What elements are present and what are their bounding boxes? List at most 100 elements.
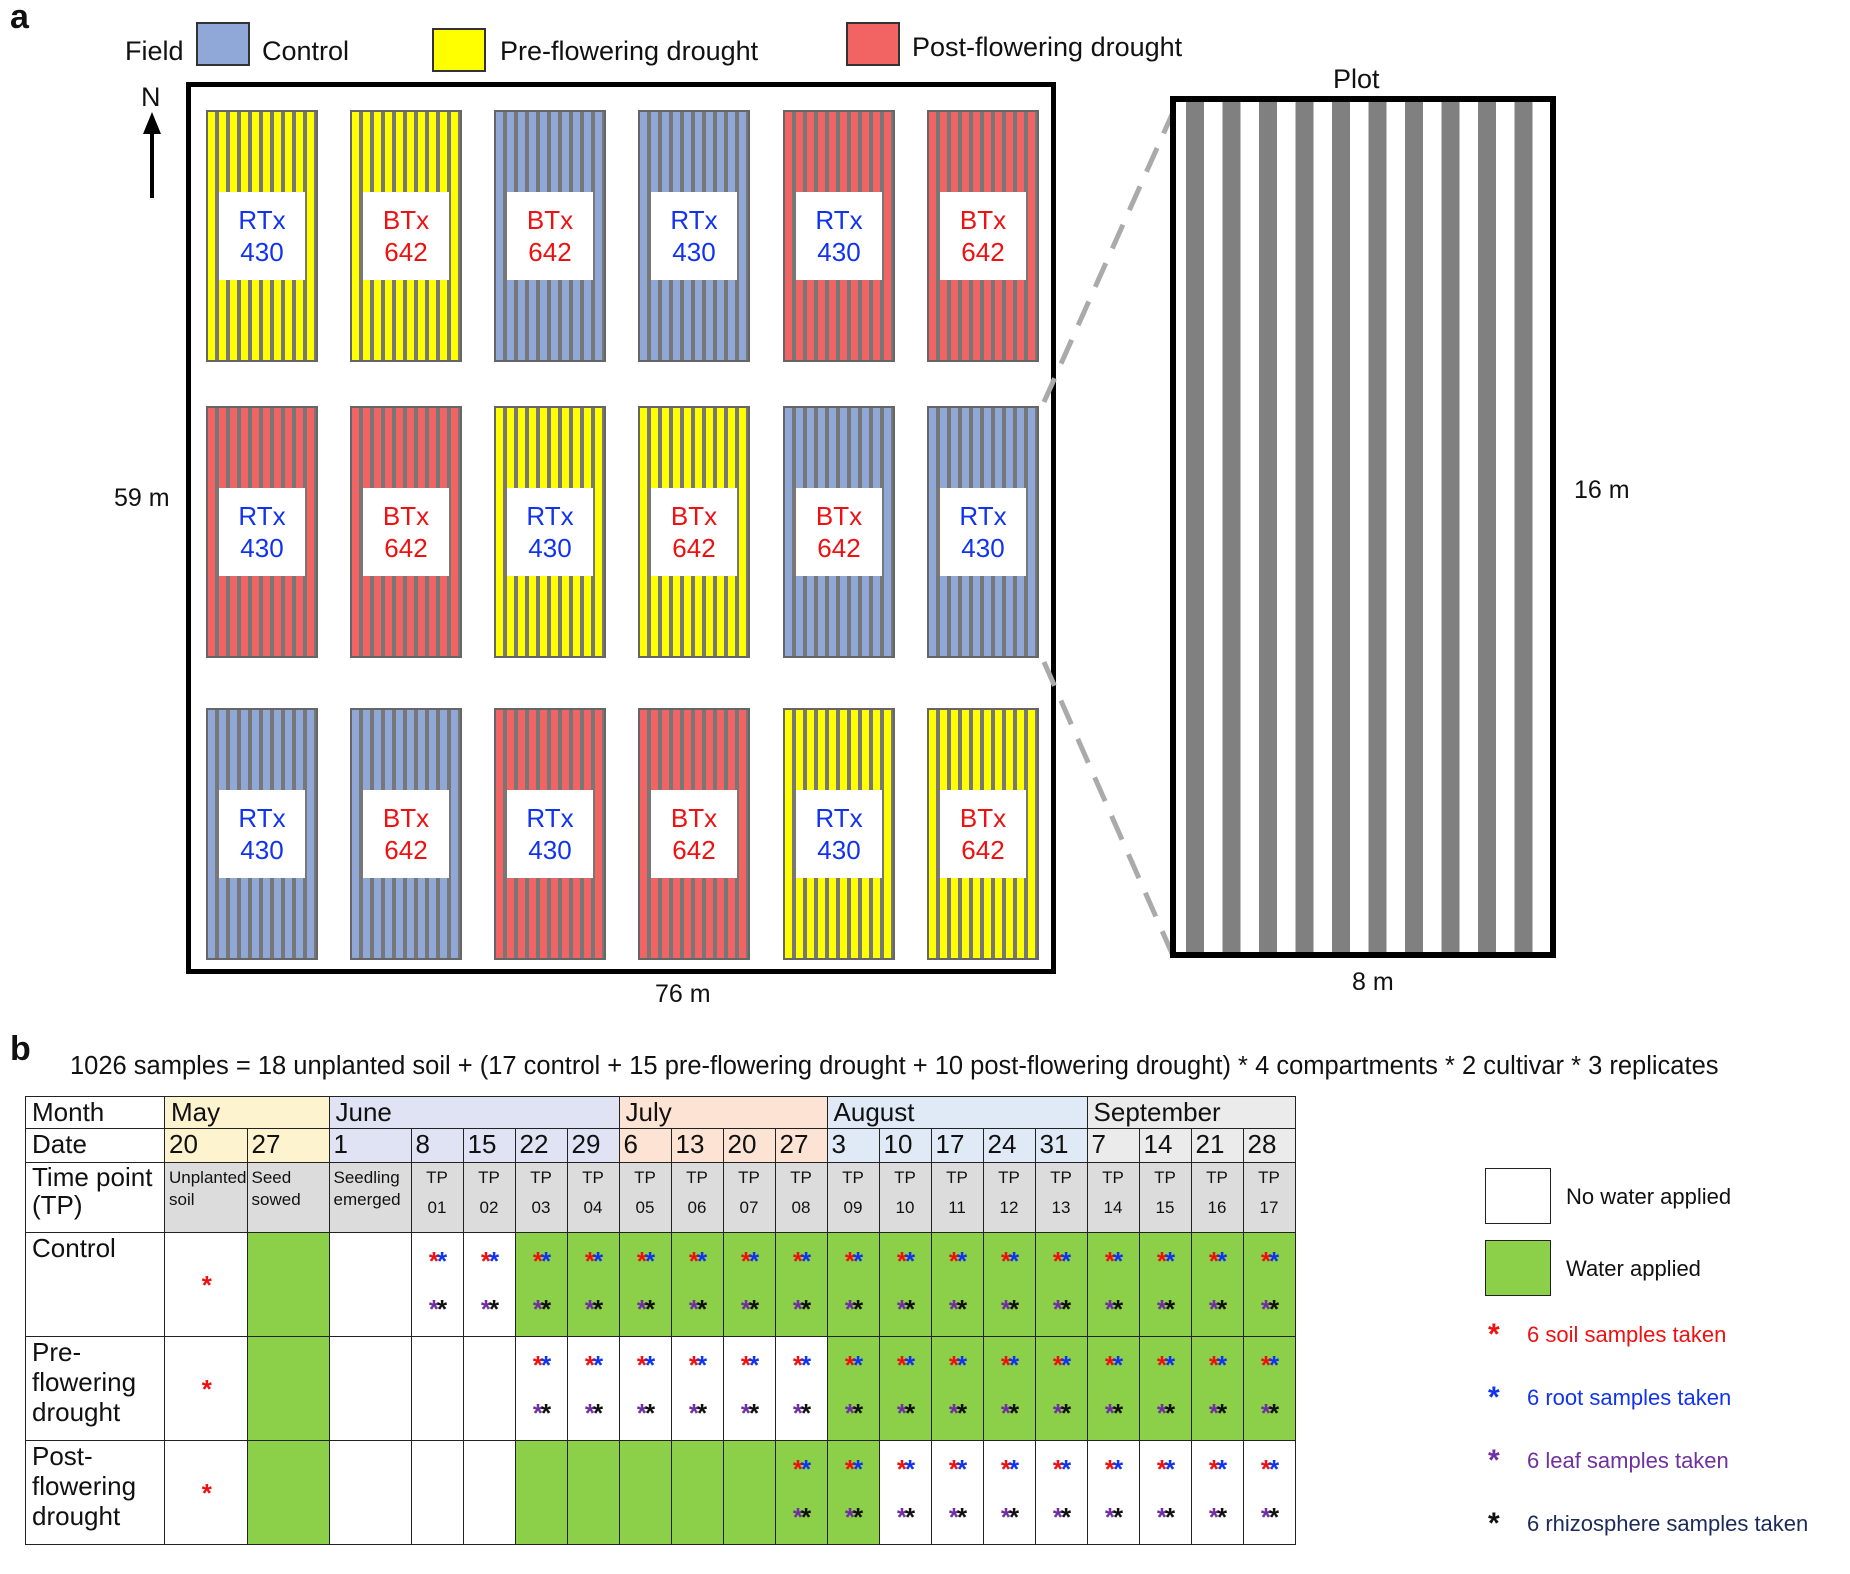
leaf-rhizo-asterisks: **: [896, 1501, 915, 1532]
legend-no-water-swatch: [1485, 1168, 1551, 1224]
soil-root-asterisks: **: [584, 1349, 603, 1380]
legend-label-pre: Pre-flowering drought: [500, 36, 759, 66]
soil-root-asterisks: **: [948, 1453, 967, 1484]
dry-cell: ****: [930, 1440, 984, 1545]
panel-a-letter: a: [10, 0, 29, 36]
legend-swatch-post: [846, 22, 900, 66]
leaf-rhizo-asterisks: **: [532, 1397, 551, 1428]
cultivar-number: 642: [961, 237, 1005, 267]
watered-cell: ****: [878, 1336, 932, 1441]
leaf-rhizo-asterisks: **: [688, 1293, 707, 1324]
date-cell: 27: [774, 1128, 828, 1163]
leaf-rhizo-asterisks: **: [480, 1293, 499, 1324]
leaf-rhizo-asterisks: **: [1156, 1501, 1175, 1532]
timepoint-line2: 10: [895, 1198, 915, 1217]
date-cell: 21: [1190, 1128, 1244, 1163]
legend-water-label: Water applied: [1566, 1256, 1701, 1281]
soil-root-asterisks: **: [1260, 1245, 1279, 1276]
dry-cell: *: [164, 1336, 248, 1441]
soil-root-asterisks: **: [896, 1453, 915, 1484]
timepoint-line2: 05: [635, 1198, 655, 1217]
root-asterisk-icon: *: [1488, 1381, 1500, 1414]
date-cell: 15: [462, 1128, 516, 1163]
field-height-label: 59 m: [114, 484, 170, 512]
date-cell: 1: [328, 1128, 412, 1163]
cultivar-number: 430: [240, 835, 284, 865]
month-cell: September: [1086, 1096, 1296, 1129]
dry-cell: ****: [1242, 1440, 1296, 1545]
timepoint-line1: TP: [894, 1168, 916, 1187]
timepoint-line2: 08: [791, 1198, 811, 1217]
watered-cell: ****: [878, 1232, 932, 1337]
dry-cell: ****: [410, 1232, 464, 1337]
watered-cell: ****: [722, 1232, 776, 1337]
field-frame: [186, 82, 1056, 974]
treatment-label: Control: [25, 1232, 165, 1337]
month-cell: August: [826, 1096, 1088, 1129]
soil-asterisk-icon: *: [1488, 1318, 1500, 1351]
leaf-rhizo-asterisks: **: [1156, 1397, 1175, 1428]
field-width-label: 76 m: [655, 980, 711, 1008]
soil-asterisk-icon: *: [201, 1373, 212, 1404]
leaf-rhizo-asterisks: **: [844, 1501, 863, 1532]
watered-cell: ****: [982, 1336, 1036, 1441]
timepoint-line1: TP: [1050, 1168, 1072, 1187]
watered-cell: ****: [774, 1440, 828, 1545]
watered-cell: ****: [1242, 1232, 1296, 1337]
dry-cell: ****: [1034, 1440, 1088, 1545]
cultivar-number: 642: [528, 237, 572, 267]
timepoint-line1: TP: [998, 1168, 1020, 1187]
soil-root-asterisks: **: [1156, 1453, 1175, 1484]
cultivar-name: RTx: [526, 803, 574, 833]
soil-root-asterisks: **: [480, 1245, 499, 1276]
cultivar-number: 430: [672, 237, 716, 267]
date-cell: 10: [878, 1128, 932, 1163]
soil-root-asterisks: **: [1208, 1453, 1227, 1484]
date-cell: 13: [670, 1128, 724, 1163]
cultivar-number: 642: [672, 533, 716, 563]
timepoint-line2: emerged: [333, 1190, 401, 1209]
soil-root-asterisks: **: [948, 1245, 967, 1276]
cultivar-number: 642: [672, 835, 716, 865]
soil-asterisk-icon: *: [201, 1269, 212, 1300]
timepoint-line2: 03: [531, 1198, 551, 1217]
date-cell: 20: [164, 1128, 248, 1163]
legend-soil-label: 6 soil samples taken: [1527, 1322, 1727, 1347]
watered-cell: ****: [1138, 1336, 1192, 1441]
dry-cell: [410, 1440, 464, 1545]
leaf-rhizo-asterisks: **: [636, 1293, 655, 1324]
leaf-rhizo-asterisks: **: [1208, 1501, 1227, 1532]
soil-root-asterisks: **: [428, 1245, 447, 1276]
dry-cell: [410, 1336, 464, 1441]
soil-root-asterisks: **: [740, 1245, 759, 1276]
timepoint-cell: TP 10: [878, 1162, 932, 1233]
cultivar-name: RTx: [238, 803, 286, 833]
dry-cell: ****: [514, 1336, 568, 1441]
month-cell: June: [328, 1096, 620, 1129]
timepoint-line2: 16: [1207, 1198, 1227, 1217]
leaf-rhizo-asterisks: **: [1260, 1501, 1279, 1532]
cultivar-number: 430: [240, 237, 284, 267]
